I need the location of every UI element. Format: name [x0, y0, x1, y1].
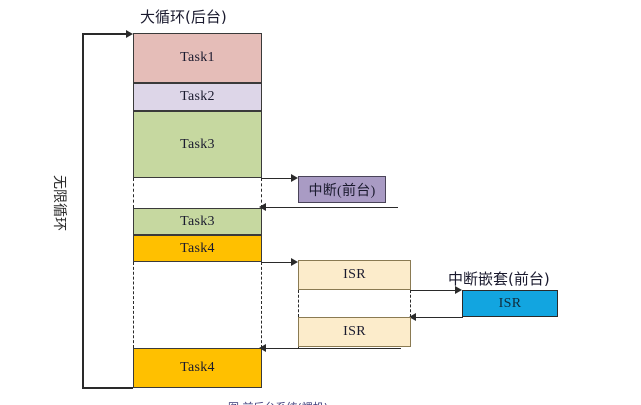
task-box-task3-second[interactable]: Task3	[133, 208, 262, 235]
arrow-line-from-nested-isr	[415, 317, 463, 318]
arrow-head-to-nested-isr	[455, 286, 462, 294]
arrow-head-from-nested-isr	[409, 313, 416, 321]
nested-interrupt-label: 中断嵌套(前台)	[448, 270, 550, 288]
isr-box-first[interactable]: ISR	[298, 260, 411, 290]
arrow-head-to-task4	[259, 344, 266, 352]
dashed-line-right-isr-gap	[410, 290, 411, 317]
arrow-line-to-nested-isr	[411, 290, 458, 291]
interrupt-box[interactable]: 中断(前台)	[298, 176, 386, 203]
arrow-line-from-interrupt	[265, 207, 398, 208]
loop-label: 无限循环	[51, 175, 67, 231]
arrow-head-to-interrupt	[291, 174, 298, 182]
isr-box-second[interactable]: ISR	[298, 317, 411, 347]
task-box-task3-first[interactable]: Task3	[133, 111, 262, 178]
loop-bracket-top	[82, 33, 130, 35]
dashed-line-right-gap1	[261, 178, 262, 208]
arrow-line-to-interrupt	[262, 178, 294, 179]
diagram-title-background-loop: 大循环(后台)	[140, 8, 227, 26]
loop-bracket-vertical	[82, 33, 84, 389]
arrow-corner-from-isr	[298, 347, 299, 348]
arrow-line-to-isr-first	[262, 262, 294, 263]
task-box-task2[interactable]: Task2	[133, 83, 262, 111]
arrow-head-to-isr-first	[291, 258, 298, 266]
dashed-line-left-gap1	[133, 178, 134, 208]
loop-arrow-head	[126, 30, 133, 38]
isr-box-nested[interactable]: ISR	[462, 290, 558, 317]
task-box-task4-second[interactable]: Task4	[133, 348, 262, 388]
task-box-task4-first[interactable]: Task4	[133, 235, 262, 262]
loop-bracket-bottom	[82, 387, 133, 389]
dashed-line-left-gap2	[133, 262, 134, 348]
arrow-line-from-isr-to-task4	[265, 348, 401, 349]
dashed-line-right-gap2	[261, 262, 262, 348]
dashed-line-left-isr-gap	[298, 290, 299, 317]
figure-caption: 图 前后台系统(裸机)	[228, 399, 328, 405]
task-box-task1[interactable]: Task1	[133, 33, 262, 83]
arrow-head-from-interrupt	[259, 203, 266, 211]
